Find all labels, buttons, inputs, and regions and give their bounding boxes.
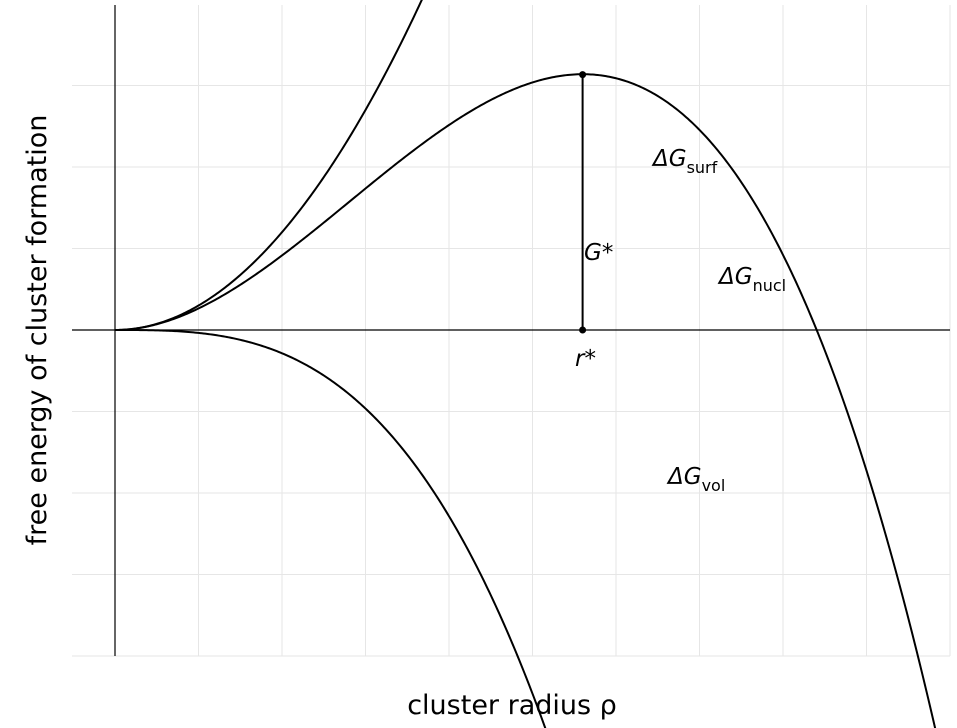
- series-label-surf-subscript: surf: [687, 158, 718, 177]
- annotation-r-star: r*: [575, 346, 596, 372]
- annotation-g-star: G*: [584, 240, 613, 266]
- series-label-nucl-symbol: ΔG: [717, 264, 753, 290]
- series-line-surf: [114, 0, 423, 331]
- series-label-nucl-subscript: nucl: [753, 276, 787, 295]
- y-axis-title: free energy of cluster formation: [22, 115, 53, 546]
- series-line-nucl: [114, 73, 937, 728]
- series-label-vol-symbol: ΔG: [666, 464, 702, 490]
- series-label-vol: ΔGvol: [666, 464, 725, 495]
- g-star-point: [579, 71, 587, 79]
- r-star-point: [579, 326, 587, 334]
- series-label-surf-symbol: ΔG: [651, 146, 687, 172]
- series-line-vol: [115, 329, 547, 728]
- x-axis-title: cluster radius ρ: [407, 690, 617, 721]
- series-label-surf: ΔGsurf: [651, 146, 718, 177]
- series-label-nucl: ΔGnucl: [717, 264, 786, 295]
- curves: [114, 0, 937, 728]
- series-label-vol-subscript: vol: [702, 476, 726, 495]
- critical-point: [579, 71, 587, 334]
